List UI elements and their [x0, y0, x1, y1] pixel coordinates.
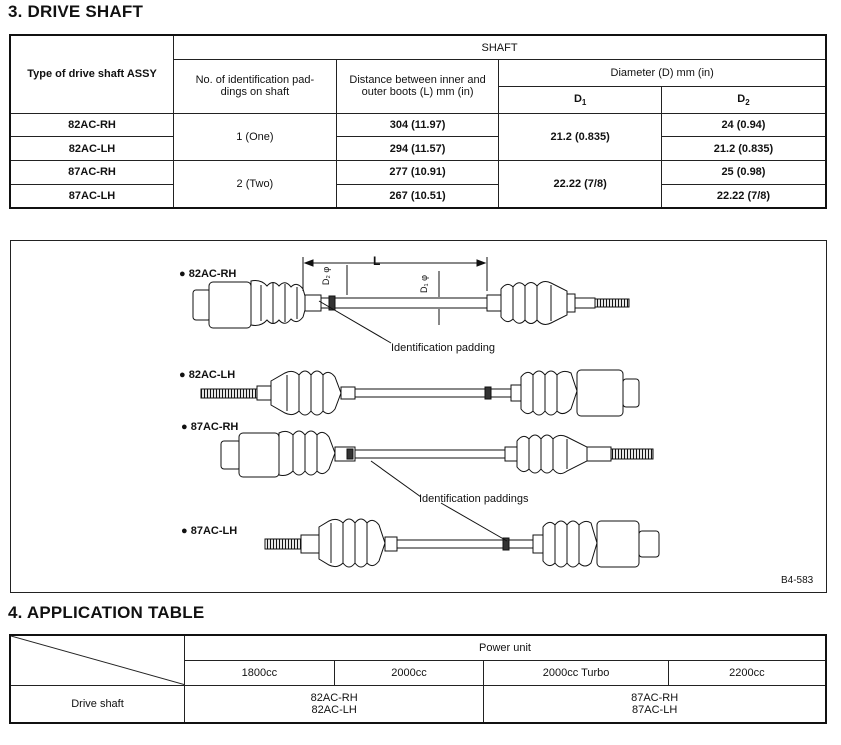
cell-padding: 2 (Two) — [173, 160, 337, 209]
row-label-drive-shaft: Drive shaft — [9, 684, 186, 724]
header-power-unit: Power unit — [184, 634, 827, 661]
cell-d2: 22.22 (7/8) — [660, 183, 827, 209]
header-2200cc: 2200cc — [667, 659, 827, 686]
dimension-l — [302, 257, 488, 325]
shaft-87ac-lh — [264, 518, 660, 568]
leader-paddings-2 — [440, 502, 508, 542]
dimension-l-label: L — [373, 254, 381, 268]
header-type: Type of drive shaft ASSY — [9, 34, 175, 114]
header-diameter: Diameter (D) mm (in) — [498, 59, 827, 87]
application-table: Power unit 1800cc 2000cc 2000cc Turbo 22… — [9, 634, 827, 724]
table-row: 87AC-RH 2 (Two) 277 (10.91) 22.22 (7/8) … — [9, 160, 827, 209]
cell-d2: 25 (0.98) — [660, 160, 827, 185]
shaft-87ac-rh — [220, 430, 654, 478]
cell-type: 87AC-RH — [9, 160, 175, 185]
header-d1: D1 — [498, 85, 662, 114]
dimension-d1-label: D₁ φ — [418, 275, 429, 293]
cell-d2: 21.2 (0.835) — [660, 136, 827, 162]
header-shaft: SHAFT — [173, 34, 827, 61]
note-identification-paddings: Identification paddings — [419, 493, 529, 505]
header-distance: Distance between inner and outer boots (… — [335, 59, 500, 114]
cell-distance: 294 (11.57) — [335, 136, 500, 162]
figure-code: B4-583 — [781, 575, 814, 586]
cell-distance: 304 (11.97) — [335, 112, 500, 138]
drive-shaft-illustration — [192, 257, 660, 568]
cell-d1: 22.22 (7/8) — [498, 160, 662, 209]
header-2000cc: 2000cc — [333, 659, 485, 686]
note-identification-padding: Identification padding — [391, 342, 495, 354]
cell-distance: 277 (10.91) — [335, 160, 500, 185]
header-2000cc-turbo: 2000cc Turbo — [483, 659, 669, 686]
label-82ac-lh: ● 82AC-LH — [179, 369, 236, 381]
section-title-drive-shaft: 3. DRIVE SHAFT — [8, 2, 144, 21]
header-padding: No. of identification pad-dings on shaft — [173, 59, 337, 114]
cell-type: 82AC-RH — [9, 112, 175, 138]
corner-diagonal — [11, 636, 185, 685]
label-82ac-rh: ● 82AC-RH — [179, 268, 237, 280]
leader-paddings-1 — [370, 460, 422, 498]
cell-d1: 21.2 (0.835) — [498, 112, 662, 162]
leader-padding — [318, 300, 392, 344]
header-1800cc: 1800cc — [184, 659, 335, 686]
shaft-82ac-lh — [200, 369, 640, 417]
table-row: 82AC-RH 1 (One) 304 (11.97) 21.2 (0.835)… — [9, 112, 827, 162]
cell-padding: 1 (One) — [173, 112, 337, 162]
drive-shaft-table: Type of drive shaft ASSY SHAFT No. of id… — [9, 34, 827, 209]
dimension-d2-label: D₂ φ — [321, 266, 332, 286]
label-87ac-lh: ● 87AC-LH — [181, 525, 238, 537]
cell-type: 87AC-LH — [9, 183, 175, 209]
header-d2: D2 — [660, 85, 827, 114]
cell-distance: 267 (10.51) — [335, 183, 500, 209]
section-title-application-table: 4. APPLICATION TABLE — [8, 603, 205, 622]
table-row: 87AC-LH 267 (10.51) 22.22 (7/8) — [9, 183, 827, 209]
table-row: 82AC-LH 294 (11.57) 21.2 (0.835) — [9, 136, 827, 162]
cell-d2: 24 (0.94) — [660, 112, 827, 138]
label-87ac-rh: ● 87AC-RH — [181, 421, 239, 433]
corner-cell — [9, 634, 186, 686]
cell-type: 82AC-LH — [9, 136, 175, 162]
drive-shaft-figure: ● 82AC-RH ● 82AC-LH ● 87AC-RH ● 87AC-LH … — [10, 240, 827, 593]
shaft-82ac-rh — [192, 280, 630, 329]
